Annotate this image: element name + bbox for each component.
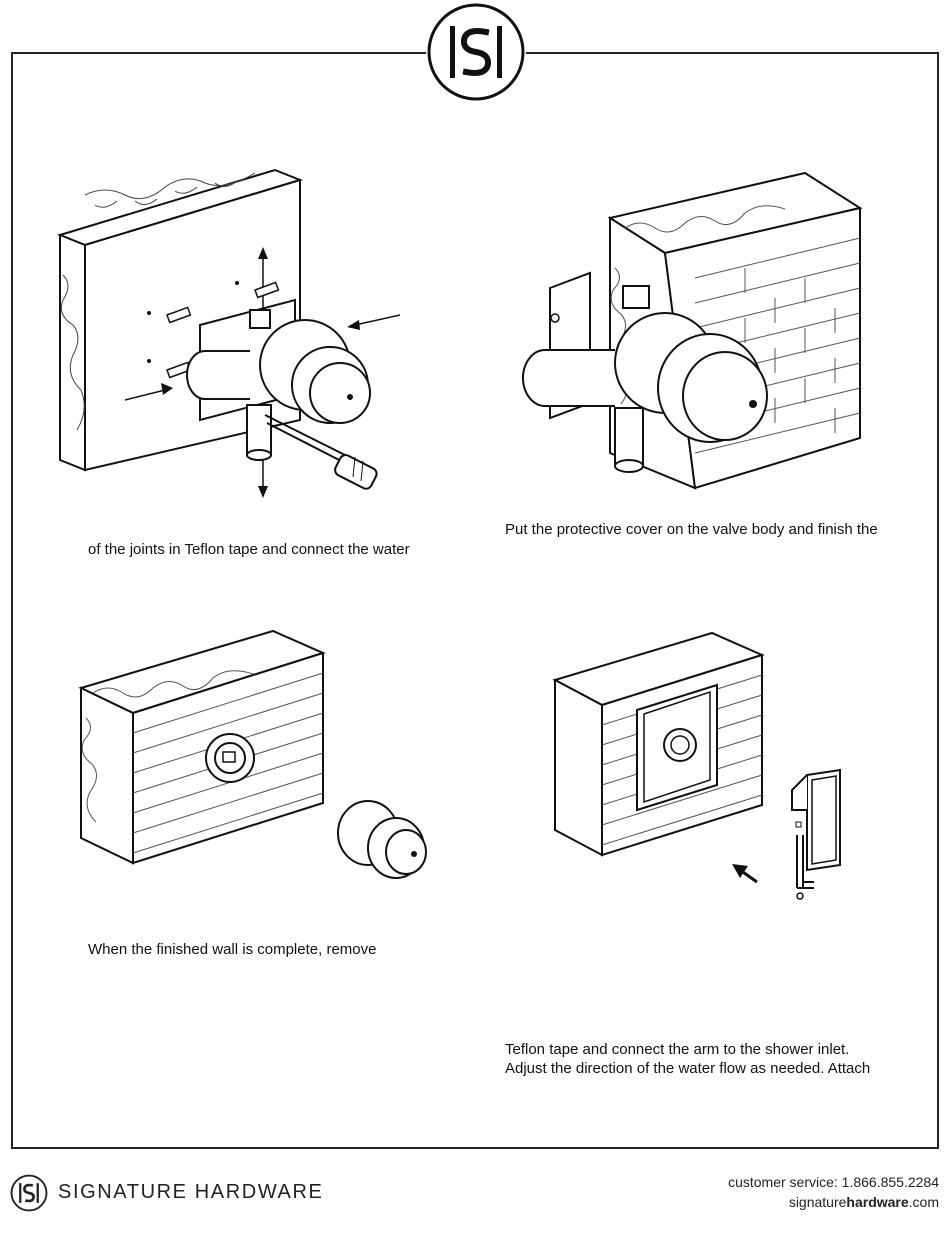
sh-logo-icon	[426, 2, 526, 102]
step1-illustration	[56, 168, 401, 498]
website-link[interactable]: signaturehardware.com	[728, 1192, 939, 1212]
customer-service-phone: customer service: 1.866.855.2284	[728, 1174, 939, 1190]
step4-caption-line2: Adjust the direction of the water flow a…	[505, 1060, 871, 1077]
website-bold: hardware	[846, 1194, 909, 1210]
website-suffix: .com	[908, 1194, 939, 1210]
step3-illustration	[78, 629, 427, 879]
sh-footer-logo-icon	[10, 1174, 48, 1212]
step4-caption-line1: Teflon tape and connect the arm to the s…	[505, 1041, 850, 1058]
brand-name: SIGNATURE HARDWARE	[58, 1181, 324, 1203]
website-prefix: signature	[788, 1194, 847, 1210]
step1-caption: of the joints in Teflon tape and connect…	[88, 541, 410, 558]
contact-info: customer service: 1.866.855.2284 signatu…	[728, 1172, 939, 1212]
step2-illustration	[522, 171, 863, 490]
step2-caption: Put the protective cover on the valve bo…	[505, 521, 878, 538]
step3-caption: When the finished wall is complete, remo…	[88, 941, 377, 958]
step4-illustration	[552, 631, 841, 900]
